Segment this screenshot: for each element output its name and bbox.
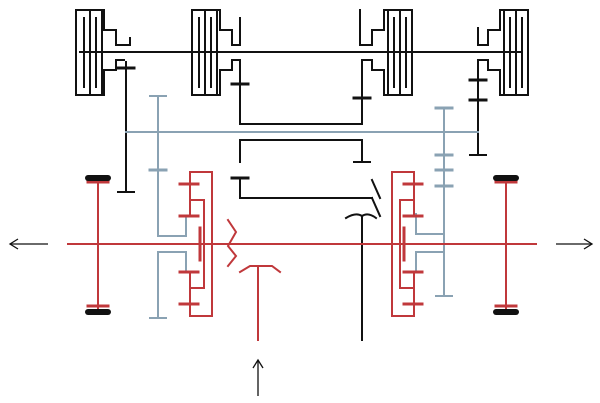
upper-shaft-assembly <box>75 9 529 99</box>
clutch-pack-1 <box>75 9 131 96</box>
clutch-pack-3 <box>359 9 413 99</box>
right-differential <box>391 171 424 317</box>
up-arrow-icon <box>252 358 264 396</box>
red-axle-assembly <box>67 171 537 341</box>
gray-counter-shaft <box>125 95 479 319</box>
input-drive <box>226 218 282 341</box>
clutch-pack-4 <box>477 9 529 99</box>
center-black-shafts <box>230 139 382 341</box>
clutch-pack-2 <box>191 9 241 96</box>
left-differential <box>178 171 213 317</box>
left-arrow-icon <box>8 238 48 250</box>
layshaft-links <box>116 61 488 193</box>
right-arrow-icon <box>556 238 594 250</box>
